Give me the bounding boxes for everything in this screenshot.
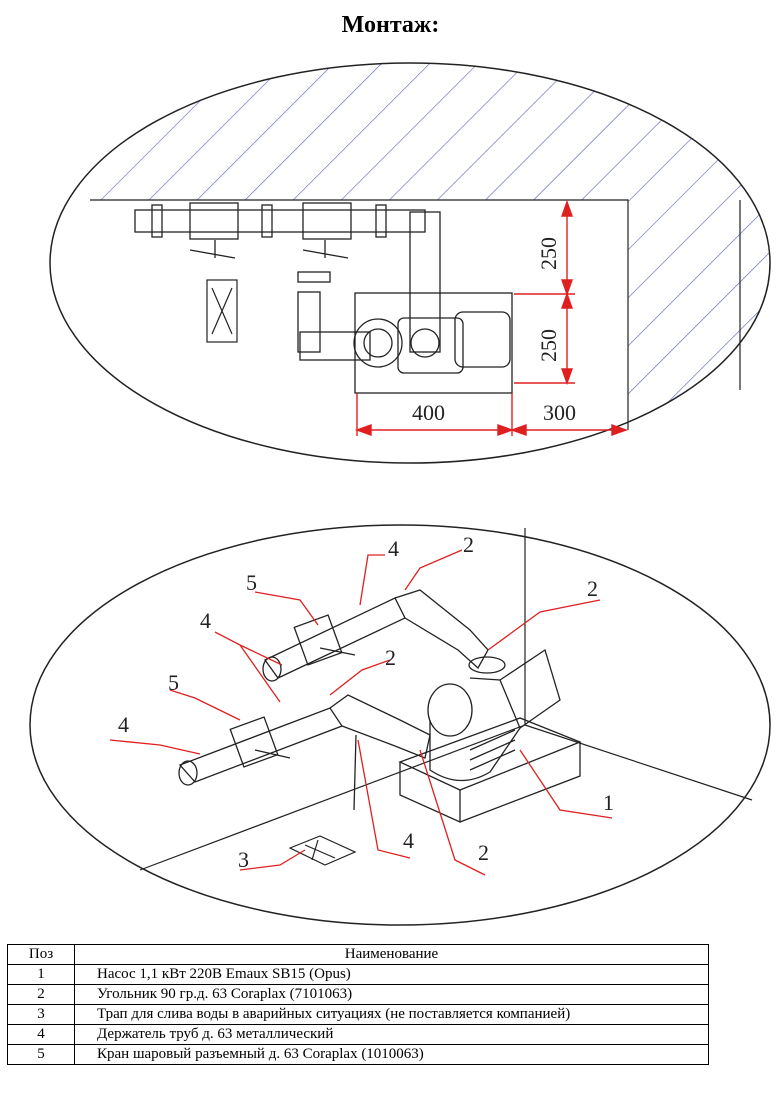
pipe-run [134,202,441,361]
callout-4: 4 [118,712,129,737]
iso-room-edges [139,528,753,871]
callout-numbers: 4 2 5 2 4 2 5 4 1 4 2 3 [118,532,614,872]
drain-iso [288,835,357,866]
pipes-iso [178,589,489,811]
page-title: Монтаж: [341,12,440,38]
plan-ellipse [49,62,771,464]
plan-view-diagram: 250 250 400 300 [49,62,771,464]
dim-400: 400 [412,400,445,425]
header-name: Наименование [74,944,709,965]
callout-2: 2 [587,576,598,601]
callout-3: 3 [238,847,249,872]
callout-2: 2 [385,645,396,670]
row-pos: 3 [7,1004,75,1025]
pump-iso [398,648,582,824]
callout-4: 4 [388,536,399,561]
dim-250-top: 250 [536,237,561,270]
callout-4: 4 [403,828,414,853]
dim-300: 300 [543,400,576,425]
row-name: Трап для слива воды в аварийных ситуация… [74,1004,709,1025]
callout-1: 1 [603,790,614,815]
row-pos: 5 [7,1044,75,1065]
iso-ellipse [29,524,771,926]
callout-leaders [109,549,613,876]
wall-hatch [50,63,770,463]
pump-plan [353,292,513,394]
callout-2: 2 [478,840,489,865]
header-pos: Поз [7,944,75,965]
callout-2: 2 [463,532,474,557]
callout-5: 5 [168,670,179,695]
dim-250-bottom: 250 [536,329,561,362]
row-name: Кран шаровый разъемный д. 63 Coraplax (1… [74,1044,709,1065]
table-header-row: Поз Наименование [7,944,709,965]
dimension-lines [354,199,629,436]
callout-5: 5 [246,570,257,595]
row-name: Насос 1,1 кВт 220В Emaux SB15 (Opus) [74,964,709,985]
wall-edge [90,199,629,430]
callout-4: 4 [200,608,211,633]
row-name: Угольник 90 гр.д. 63 Coraplax (7101063) [74,984,709,1005]
row-name: Держатель труб д. 63 металлический [74,1024,709,1045]
isometric-view-diagram: 4 2 5 2 4 2 5 4 1 4 2 3 [29,524,771,926]
row-pos: 2 [7,984,75,1005]
row-pos: 4 [7,1024,75,1045]
row-pos: 1 [7,964,75,985]
drain-plan [206,279,238,343]
